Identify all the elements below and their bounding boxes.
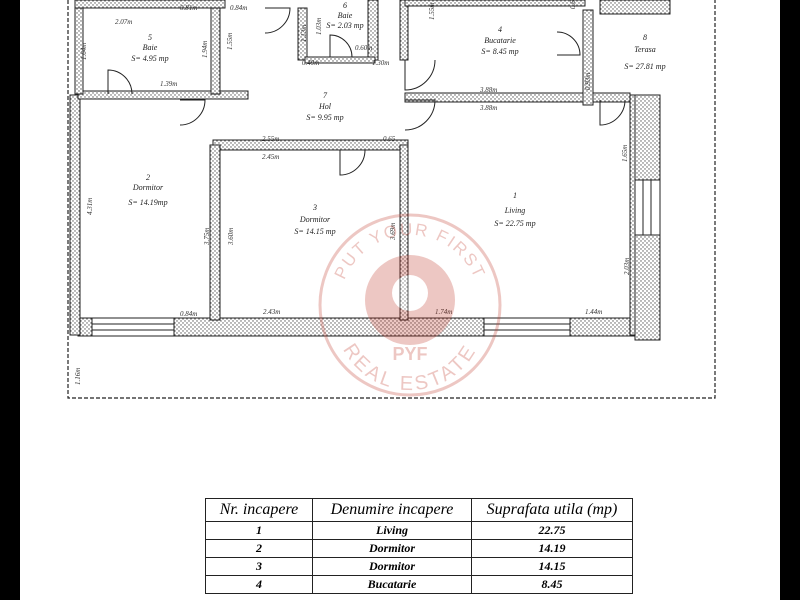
svg-text:7: 7: [323, 91, 328, 100]
cell-area: 8.45: [471, 575, 633, 594]
windows: [91, 179, 661, 337]
table-row: 4 Bucatarie 8.45: [205, 575, 633, 594]
svg-text:S= 8.45 mp: S= 8.45 mp: [481, 47, 518, 56]
cell-name: Dormitor: [312, 539, 472, 558]
header-room-name: Denumire incapere: [312, 498, 472, 522]
svg-text:S= 14.15 mp: S= 14.15 mp: [294, 227, 335, 236]
svg-text:1.44m: 1.44m: [585, 308, 602, 316]
table-row: 1 Living 22.75: [205, 521, 633, 540]
svg-text:1.74m: 1.74m: [435, 308, 452, 316]
site-boundary: [67, 0, 716, 399]
svg-text:2: 2: [146, 173, 150, 182]
svg-text:Terasa: Terasa: [634, 45, 656, 54]
cell-number: 2: [205, 539, 313, 558]
svg-text:1.30m: 1.30m: [372, 59, 389, 67]
room-area-table: Nr. incapere Denumire incapere Suprafata…: [205, 498, 633, 594]
svg-text:3.75m: 3.75m: [203, 228, 211, 246]
room-5-label: 5 Baie S= 4.95 mp: [131, 33, 168, 63]
svg-text:3.60m: 3.60m: [227, 228, 235, 246]
room-8-label: 8 Terasa S= 27.81 mp: [624, 33, 665, 71]
svg-text:S= 2.03 mp: S= 2.03 mp: [326, 21, 363, 30]
svg-text:5: 5: [148, 33, 152, 42]
svg-text:1.03m: 1.03m: [315, 18, 323, 35]
svg-text:0.84m: 0.84m: [180, 310, 197, 318]
svg-text:Hol: Hol: [318, 102, 332, 111]
room-1-label: 1 Living S= 22.75 mp: [494, 191, 535, 228]
watermark-monogram: PYF: [392, 344, 427, 364]
svg-text:4: 4: [498, 25, 502, 34]
svg-text:Dormitor: Dormitor: [132, 183, 164, 192]
svg-text:3.88m: 3.88m: [479, 104, 497, 112]
room-7-label: 7 Hol S= 9.95 mp: [306, 91, 343, 122]
table-header-row: Nr. incapere Denumire incapere Suprafata…: [205, 498, 633, 522]
svg-text:1.16m: 1.16m: [74, 368, 82, 385]
svg-text:8: 8: [643, 33, 647, 42]
cell-name: Bucatarie: [312, 575, 472, 594]
svg-text:2.43m: 2.43m: [263, 308, 280, 316]
svg-text:0.60m: 0.60m: [355, 44, 372, 52]
svg-text:0.81m: 0.81m: [180, 4, 197, 12]
table-row: 2 Dormitor 14.19: [205, 539, 633, 558]
svg-text:1.13m: 1.13m: [300, 25, 308, 42]
svg-text:3: 3: [312, 203, 317, 212]
header-usable-area: Suprafata utila (mp): [471, 498, 633, 522]
svg-text:S= 14.19mp: S= 14.19mp: [128, 198, 167, 207]
cell-name: Dormitor: [312, 557, 472, 576]
svg-text:1.64m: 1.64m: [80, 43, 88, 60]
svg-text:2.45m: 2.45m: [262, 153, 279, 161]
svg-text:6: 6: [343, 1, 347, 10]
svg-text:1.94m: 1.94m: [201, 41, 209, 58]
svg-text:S= 9.95 mp: S= 9.95 mp: [306, 113, 343, 122]
svg-text:1.55m: 1.55m: [428, 3, 436, 20]
svg-text:1.65m: 1.65m: [621, 145, 629, 162]
svg-text:Baie: Baie: [338, 11, 353, 20]
room-labels: 1 Living S= 22.75 mp 2 Dormitor S= 14.19…: [128, 1, 665, 236]
floor-plan: 1 Living S= 22.75 mp 2 Dormitor S= 14.19…: [67, 0, 716, 399]
svg-text:0.6: 0.6: [569, 0, 577, 9]
svg-text:S= 4.95 mp: S= 4.95 mp: [131, 54, 168, 63]
svg-text:S= 27.81 mp: S= 27.81 mp: [624, 62, 665, 71]
table-row: 3 Dormitor 14.15: [205, 557, 633, 576]
svg-text:2.07m: 2.07m: [115, 18, 132, 26]
svg-text:Bucatarie: Bucatarie: [484, 36, 516, 45]
svg-text:0.84m: 0.84m: [230, 4, 247, 12]
cell-area: 14.19: [471, 539, 633, 558]
watermark-logo: PUT YOUR FIRST PYF REAL ESTATE: [318, 213, 502, 397]
room-3-label: 3 Dormitor S= 14.15 mp: [294, 203, 335, 236]
room-6-label: 6 Baie S= 2.03 mp: [326, 1, 363, 30]
svg-text:3.88m: 3.88m: [479, 86, 497, 94]
svg-text:1.39m: 1.39m: [160, 80, 177, 88]
svg-text:Baie: Baie: [143, 43, 158, 52]
header-room-number: Nr. incapere: [205, 498, 313, 522]
document-page: 1 Living S= 22.75 mp 2 Dormitor S= 14.19…: [20, 0, 780, 600]
room-2-label: 2 Dormitor S= 14.19mp: [128, 173, 167, 207]
svg-text:2.55m: 2.55m: [262, 135, 279, 143]
svg-text:1.55m: 1.55m: [226, 33, 234, 50]
svg-text:0.49m: 0.49m: [302, 59, 319, 67]
svg-text:0.93m: 0.93m: [584, 73, 592, 90]
svg-text:Living: Living: [504, 206, 525, 215]
cell-number: 3: [205, 557, 313, 576]
dimension-labels: 2.07m 0.81m 0.84m 1.64m 1.94m 1.55m 1.39…: [74, 0, 631, 385]
room-4-label: 4 Bucatarie S= 8.45 mp: [481, 25, 518, 56]
cell-area: 14.15: [471, 557, 633, 576]
svg-text:2.03m: 2.03m: [623, 258, 631, 275]
svg-text:4.31m: 4.31m: [86, 198, 94, 215]
svg-text:Dormitor: Dormitor: [299, 215, 331, 224]
cell-number: 4: [205, 575, 313, 594]
cell-name: Living: [312, 521, 472, 540]
svg-text:0.65: 0.65: [383, 135, 396, 143]
svg-text:1: 1: [513, 191, 517, 200]
svg-text:S= 22.75 mp: S= 22.75 mp: [494, 219, 535, 228]
doors: [107, 7, 626, 176]
cell-area: 22.75: [471, 521, 633, 540]
svg-text:3.69m: 3.69m: [389, 223, 397, 241]
cell-number: 1: [205, 521, 313, 540]
